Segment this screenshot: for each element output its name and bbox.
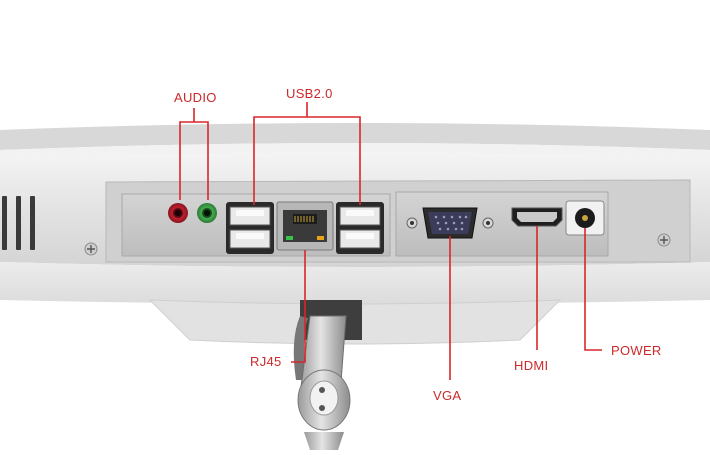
callout-rj45 [291,250,306,363]
label-power: POWER [611,343,662,358]
screw-icon [84,242,98,256]
dc-power-jack-icon [565,200,605,236]
monitor-lower-housing [0,262,710,304]
ethernet-port-icon [276,201,334,251]
usb-port-icon [336,202,384,254]
usb-port-icon [226,202,274,254]
callout-audio [179,108,209,200]
audio-jack-icon [168,203,188,223]
screw-icon [657,233,671,247]
vga-port-icon [406,207,494,239]
callout-usb [253,102,361,205]
hdmi-port-icon [511,207,563,227]
label-audio: AUDIO [174,90,217,105]
monitor-stand [293,315,351,450]
vent-slots-left [2,196,35,250]
callout-lines [179,102,602,380]
monitor-top-edge [0,123,710,160]
audio-jack-icon [197,203,217,223]
label-hdmi: HDMI [514,358,549,373]
label-rj45: RJ45 [250,354,282,369]
callout-power [584,228,602,351]
label-usb: USB2.0 [286,86,333,101]
label-vga: VGA [433,388,462,403]
